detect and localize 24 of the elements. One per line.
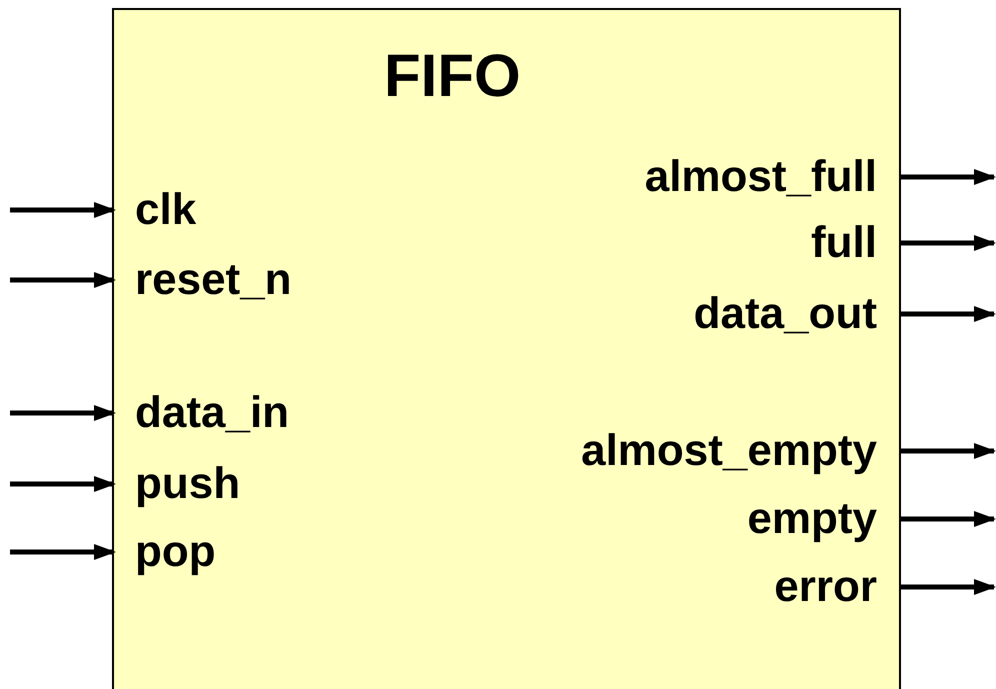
- port-label: push: [114, 459, 240, 509]
- port-label: data_out: [694, 289, 899, 339]
- signal-arrow: [899, 306, 996, 322]
- port-label: almost_empty: [581, 426, 899, 476]
- signal-arrow: [10, 476, 116, 492]
- signal-arrow: [10, 405, 116, 421]
- signal-arrow: [10, 272, 116, 288]
- signal-arrow: [899, 579, 996, 595]
- port-label: reset_n: [114, 255, 292, 305]
- fifo-block: [112, 8, 901, 689]
- signal-arrow: [899, 511, 996, 527]
- port-label: empty: [747, 494, 899, 544]
- block-title: FIFO: [384, 46, 521, 106]
- signal-arrow: [899, 235, 996, 251]
- port-label: almost_full: [644, 152, 899, 202]
- signal-arrow: [899, 443, 996, 459]
- port-label: pop: [114, 527, 216, 577]
- signal-arrow: [899, 169, 996, 185]
- port-label: data_in: [114, 388, 290, 438]
- port-label: error: [774, 562, 899, 612]
- signal-arrow: [10, 202, 116, 218]
- port-label: clk: [114, 185, 196, 235]
- port-label: full: [811, 218, 899, 268]
- signal-arrow: [10, 544, 116, 560]
